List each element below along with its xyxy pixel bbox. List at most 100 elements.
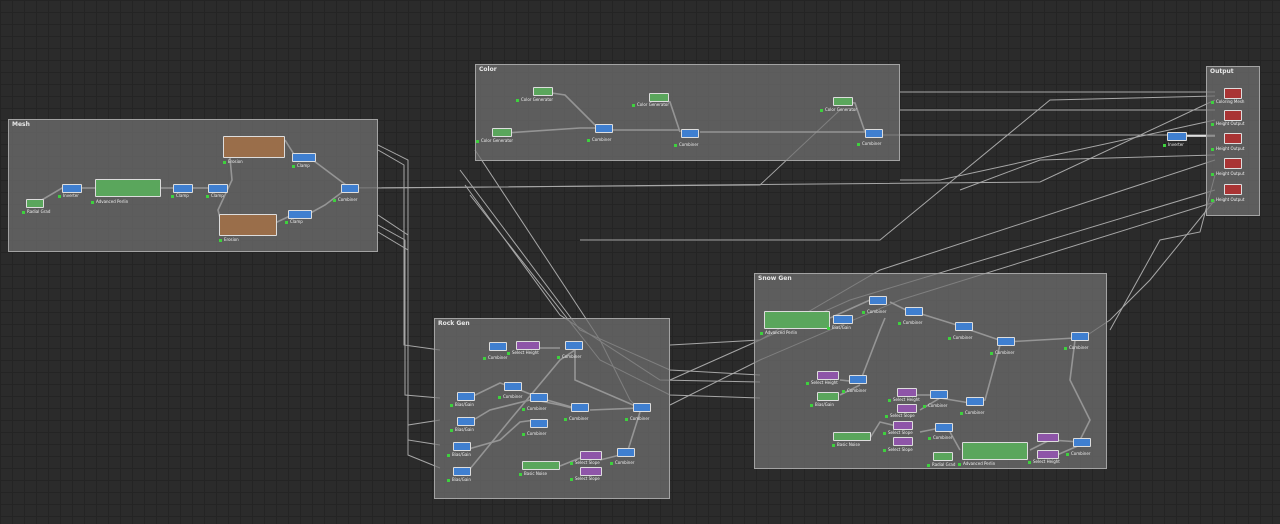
combiner-node[interactable]	[341, 184, 359, 193]
node-label: Combiner	[842, 388, 866, 393]
bias-gain-node[interactable]	[457, 417, 475, 426]
node-label: Select Slope	[885, 413, 915, 418]
group-title: Output	[1210, 68, 1234, 75]
combiner-node[interactable]	[617, 448, 635, 457]
height-output-node[interactable]	[1224, 133, 1242, 144]
bias-gain-node[interactable]	[817, 392, 839, 401]
node-label: Select Height	[507, 350, 539, 355]
node-label: Color Generator	[820, 107, 857, 112]
inverter-node[interactable]	[62, 184, 82, 193]
combiner-node[interactable]	[1073, 438, 1091, 447]
node-label: Combiner	[923, 403, 947, 408]
color-generator-node[interactable]	[492, 128, 512, 137]
node-label: Advanced Perlin	[91, 199, 128, 204]
basic-noise-node[interactable]	[833, 432, 871, 441]
combiner-node[interactable]	[489, 342, 507, 351]
height-output-node[interactable]	[1224, 110, 1242, 121]
combiner-node[interactable]	[571, 403, 589, 412]
advanced-perlin-node[interactable]	[764, 311, 830, 329]
clamp-node[interactable]	[173, 184, 193, 193]
advanced-perlin-node[interactable]	[962, 442, 1028, 460]
select-slope-node[interactable]	[580, 467, 602, 476]
node-label: Combiner	[960, 410, 984, 415]
combiner-node[interactable]	[905, 307, 923, 316]
bias-gain-node[interactable]	[457, 392, 475, 401]
bias-gain-node[interactable]	[453, 467, 471, 476]
node-label: Select Slope	[570, 460, 600, 465]
radial-grad-node[interactable]	[933, 452, 953, 461]
color-generator-node[interactable]	[649, 93, 669, 102]
node-label: Radial Grad	[22, 209, 50, 214]
select-slope-node[interactable]	[580, 451, 602, 460]
combiner-node[interactable]	[1071, 332, 1089, 341]
clamp-node[interactable]	[288, 210, 312, 219]
select-height-node[interactable]	[1037, 433, 1059, 442]
node-label: Select Slope	[570, 476, 600, 481]
node-label: Radial Grad	[927, 462, 955, 467]
node-label: Height Output	[1211, 197, 1244, 202]
basic-noise-node[interactable]	[522, 461, 560, 470]
clamp-node[interactable]	[208, 184, 228, 193]
node-label: Combiner	[857, 141, 881, 146]
height-output-node[interactable]	[1224, 158, 1242, 169]
combiner-node[interactable]	[849, 375, 867, 384]
combiner-node[interactable]	[504, 382, 522, 391]
node-label: Combiner	[862, 309, 886, 314]
advanced-perlin-node[interactable]	[95, 179, 161, 197]
select-slope-node[interactable]	[897, 404, 917, 413]
node-label: Erosion	[223, 159, 243, 164]
combiner-node[interactable]	[865, 129, 883, 138]
node-label: Basic Noise	[519, 471, 547, 476]
combiner-node[interactable]	[966, 397, 984, 406]
node-label: Combiner	[498, 394, 522, 399]
clamp-node[interactable]	[292, 153, 316, 162]
combiner-node[interactable]	[869, 296, 887, 305]
combiner-node[interactable]	[997, 337, 1015, 346]
bias-gain-node[interactable]	[833, 315, 853, 324]
combiner-node[interactable]	[633, 403, 651, 412]
node-label: Bias/Gain	[810, 402, 834, 407]
node-label: Select Height	[1028, 459, 1060, 464]
node-label: Bias/Gain	[447, 452, 471, 457]
node-label: Combiner	[610, 460, 634, 465]
combiner-node[interactable]	[681, 129, 699, 138]
erosion-node[interactable]	[223, 136, 285, 158]
radial-grad-node[interactable]	[26, 199, 44, 208]
erosion-node[interactable]	[219, 214, 277, 236]
color-generator-node[interactable]	[533, 87, 553, 96]
select-height-node[interactable]	[1037, 450, 1059, 459]
inverter-node[interactable]	[1167, 132, 1187, 141]
node-label: Combiner	[1066, 451, 1090, 456]
combiner-node[interactable]	[530, 419, 548, 428]
combiner-node[interactable]	[530, 393, 548, 402]
combiner-node[interactable]	[565, 341, 583, 350]
select-slope-node[interactable]	[893, 437, 913, 446]
select-height-node[interactable]	[516, 341, 540, 350]
height-output-node[interactable]	[1224, 184, 1242, 195]
color-generator-node[interactable]	[833, 97, 853, 106]
group-title: Snow Gen	[758, 275, 792, 282]
node-label: Coloring Mesh	[1211, 99, 1244, 104]
coloring-mesh-output-node[interactable]	[1224, 88, 1242, 99]
group-title: Rock Gen	[438, 320, 470, 327]
node-label: Combiner	[990, 350, 1014, 355]
node-label: Combiner	[483, 355, 507, 360]
group-title: Color	[479, 66, 497, 73]
node-label: Clamp	[171, 193, 189, 198]
select-slope-node[interactable]	[893, 421, 913, 430]
combiner-node[interactable]	[955, 322, 973, 331]
combiner-node[interactable]	[595, 124, 613, 133]
node-label: Combiner	[674, 142, 698, 147]
node-label: Combiner	[333, 197, 357, 202]
node-label: Height Output	[1211, 171, 1244, 176]
select-height-node[interactable]	[817, 371, 839, 380]
node-label: Advanced Perlin	[760, 330, 797, 335]
combiner-node[interactable]	[935, 423, 953, 432]
node-label: Combiner	[564, 416, 588, 421]
select-height-node[interactable]	[897, 388, 917, 397]
node-label: Combiner	[522, 406, 546, 411]
node-label: Erosion	[219, 237, 239, 242]
bias-gain-node[interactable]	[453, 442, 471, 451]
combiner-node[interactable]	[930, 390, 948, 399]
